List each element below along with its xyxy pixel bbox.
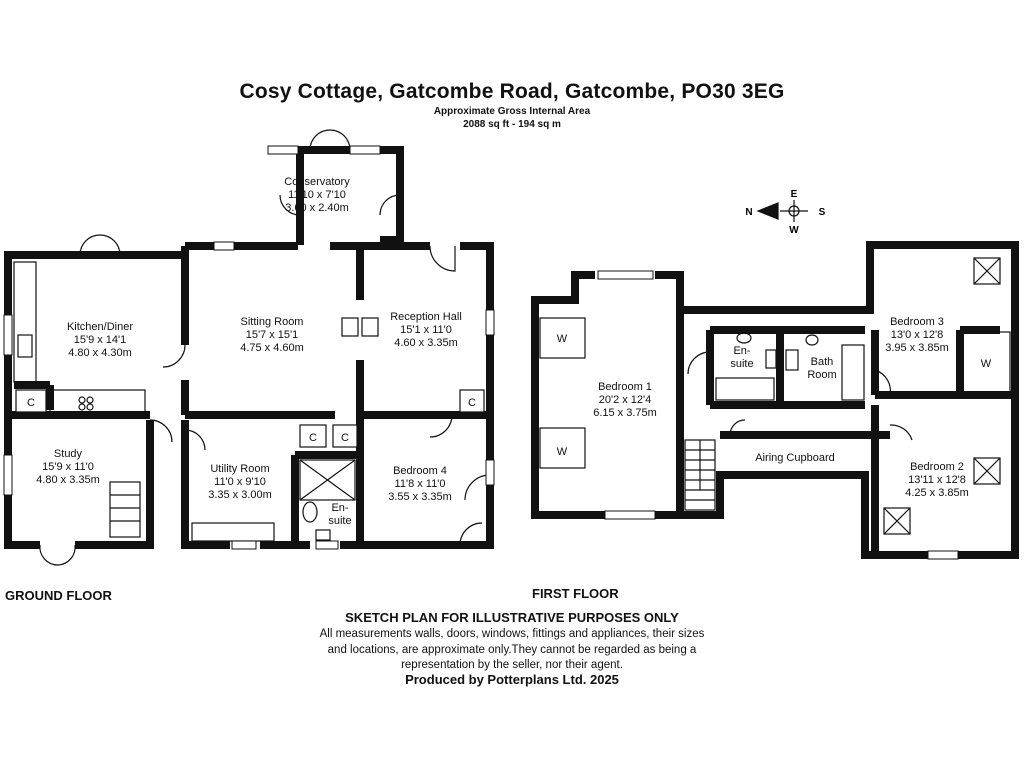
area-label: Approximate Gross Internal Area bbox=[433, 106, 591, 117]
svg-text:4.80 x 3.35m: 4.80 x 3.35m bbox=[36, 474, 100, 486]
svg-text:En-: En- bbox=[733, 345, 750, 357]
svg-text:W: W bbox=[557, 446, 568, 458]
compass-e: E bbox=[791, 189, 798, 200]
disclaimer-line-3: representation by the seller, nor their … bbox=[401, 659, 623, 671]
svg-text:Airing Cupboard: Airing Cupboard bbox=[755, 452, 835, 464]
svg-text:suite: suite bbox=[730, 358, 753, 370]
svg-text:Kitchen/Diner: Kitchen/Diner bbox=[67, 321, 133, 333]
svg-text:4.75 x 4.60m: 4.75 x 4.60m bbox=[240, 342, 304, 354]
svg-text:4.80 x 4.30m: 4.80 x 4.30m bbox=[68, 347, 132, 359]
svg-text:suite: suite bbox=[328, 515, 351, 527]
room-first-ensuite: En- suite bbox=[730, 345, 753, 370]
room-sitting-room: Sitting Room 15'7 x 15'1 4.75 x 4.60m bbox=[240, 316, 304, 354]
disclaimer-line-1: All measurements walls, doors, windows, … bbox=[319, 628, 705, 640]
svg-text:Bedroom 3: Bedroom 3 bbox=[890, 316, 944, 328]
svg-text:Room: Room bbox=[807, 369, 836, 381]
svg-text:15'7 x 15'1: 15'7 x 15'1 bbox=[246, 329, 299, 341]
svg-text:3.55 x 3.35m: 3.55 x 3.35m bbox=[388, 491, 452, 503]
svg-text:Sitting Room: Sitting Room bbox=[241, 316, 304, 328]
svg-text:20'2 x 12'4: 20'2 x 12'4 bbox=[599, 394, 652, 406]
svg-text:C: C bbox=[341, 432, 349, 444]
room-ground-ensuite: En- suite bbox=[328, 502, 351, 527]
room-conservatory: Conservatory 11'10 x 7'10 3.60 x 2.40m bbox=[284, 176, 350, 214]
svg-text:Bedroom 1: Bedroom 1 bbox=[598, 381, 652, 393]
ground-floor-label: GROUND FLOOR bbox=[5, 588, 112, 603]
room-airing-cupboard: Airing Cupboard bbox=[755, 452, 835, 464]
room-bedroom-3: Bedroom 3 13'0 x 12'8 3.95 x 3.85m bbox=[885, 316, 949, 354]
svg-text:15'9 x 11'0: 15'9 x 11'0 bbox=[42, 461, 94, 473]
compass-w: W bbox=[789, 225, 799, 236]
svg-text:4.60 x 3.35m: 4.60 x 3.35m bbox=[394, 337, 458, 349]
svg-text:11'0 x 9'10: 11'0 x 9'10 bbox=[214, 476, 266, 488]
svg-text:15'1 x 11'0: 15'1 x 11'0 bbox=[400, 324, 452, 336]
first-floor-label: FIRST FLOOR bbox=[532, 586, 619, 601]
plan-title: Cosy Cottage, Gatcombe Road, Gatcombe, P… bbox=[239, 80, 785, 103]
cupboard-markers: C C C C bbox=[15, 389, 485, 448]
compass-icon bbox=[756, 200, 808, 222]
svg-text:Reception Hall: Reception Hall bbox=[390, 311, 462, 323]
area-value: 2088 sq ft - 194 sq m bbox=[463, 119, 561, 130]
room-utility: Utility Room 11'0 x 9'10 3.35 x 3.00m bbox=[208, 463, 272, 501]
room-bedroom-2: Bedroom 2 13'11 x 12'8 4.25 x 3.85m bbox=[905, 461, 969, 499]
svg-text:Study: Study bbox=[54, 448, 83, 460]
disclaimer-line-2: and locations, are approximate only.They… bbox=[327, 643, 697, 656]
svg-text:Bedroom 4: Bedroom 4 bbox=[393, 465, 447, 477]
room-reception-hall: Reception Hall 15'1 x 11'0 4.60 x 3.35m bbox=[390, 311, 462, 349]
svg-text:Bedroom 2: Bedroom 2 bbox=[910, 461, 964, 473]
compass-s: S bbox=[819, 207, 826, 218]
svg-text:W: W bbox=[557, 333, 568, 345]
svg-text:15'9 x 14'1: 15'9 x 14'1 bbox=[74, 334, 127, 346]
wardrobe-markers: W W W bbox=[557, 333, 992, 458]
svg-text:11'10 x 7'10: 11'10 x 7'10 bbox=[288, 189, 346, 201]
svg-text:4.25 x 3.85m: 4.25 x 3.85m bbox=[905, 487, 969, 499]
disclaimer-heading: SKETCH PLAN FOR ILLUSTRATIVE PURPOSES ON… bbox=[345, 610, 679, 625]
svg-text:W: W bbox=[981, 358, 992, 370]
room-bedroom-4: Bedroom 4 11'8 x 11'0 3.55 x 3.35m bbox=[388, 465, 452, 503]
room-study: Study 15'9 x 11'0 4.80 x 3.35m bbox=[36, 448, 100, 486]
svg-text:3.35 x 3.00m: 3.35 x 3.00m bbox=[208, 489, 272, 501]
room-bedroom-1: Bedroom 1 20'2 x 12'4 6.15 x 3.75m bbox=[593, 381, 657, 419]
first-floor-outer-wall bbox=[531, 271, 595, 519]
svg-text:13'11 x 12'8: 13'11 x 12'8 bbox=[908, 474, 966, 486]
svg-text:3.60 x 2.40m: 3.60 x 2.40m bbox=[285, 202, 349, 214]
svg-text:6.15 x 3.75m: 6.15 x 3.75m bbox=[593, 407, 657, 419]
svg-text:13'0 x 12'8: 13'0 x 12'8 bbox=[891, 329, 944, 341]
room-bathroom: Bath Room bbox=[807, 356, 836, 381]
svg-text:Conservatory: Conservatory bbox=[284, 176, 350, 188]
svg-text:En-: En- bbox=[331, 502, 348, 514]
svg-text:C: C bbox=[468, 397, 476, 409]
disclaimer-text: All measurements walls, doors, windows, … bbox=[280, 627, 744, 674]
svg-text:Utility Room: Utility Room bbox=[210, 463, 269, 475]
produced-by: Produced by Potterplans Ltd. 2025 bbox=[405, 672, 619, 687]
compass-n: N bbox=[745, 207, 752, 218]
conservatory-walls bbox=[296, 146, 404, 245]
svg-text:Bath: Bath bbox=[811, 356, 834, 368]
svg-text:11'8 x 11'0: 11'8 x 11'0 bbox=[395, 478, 446, 490]
svg-text:C: C bbox=[27, 397, 35, 409]
room-kitchen-diner: Kitchen/Diner 15'9 x 14'1 4.80 x 4.30m bbox=[67, 321, 133, 359]
svg-text:3.95 x 3.85m: 3.95 x 3.85m bbox=[885, 342, 949, 354]
svg-text:C: C bbox=[309, 432, 317, 444]
